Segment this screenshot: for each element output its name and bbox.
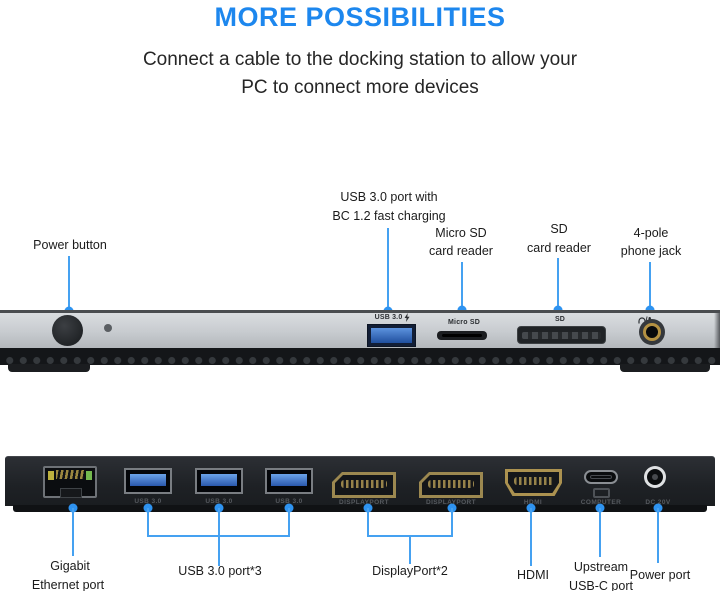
- leader-line-usb1: [147, 508, 149, 537]
- printed-microsd-label: Micro SD: [448, 319, 480, 326]
- callout-sd-line2: card reader: [527, 241, 591, 255]
- usb-c-port: [584, 470, 618, 484]
- bracket-usb: [147, 535, 290, 537]
- callout-usbc-line1: Upstream: [573, 560, 629, 574]
- leader-line-sd: [557, 258, 559, 310]
- callout-hdmi: HDMI: [517, 568, 549, 582]
- callout-ethernet-line2: Ethernet port: [31, 578, 105, 591]
- callout-power-port: Power port: [629, 568, 691, 582]
- callout-usb-line1: USB 3.0 port with: [340, 190, 438, 204]
- panel-right-edge: [714, 313, 720, 348]
- power-led: [104, 324, 112, 332]
- leader-line-usb2: [218, 508, 220, 566]
- leader-line-dp2: [451, 508, 453, 537]
- printed-computer: COMPUTER: [580, 499, 622, 506]
- displayport-1: [332, 472, 396, 498]
- callout-usb-line2: BC 1.2 fast charging: [332, 209, 446, 223]
- usb-a-port-3: [265, 468, 313, 494]
- leader-line-power-port: [657, 508, 659, 563]
- micro-sd-slot: [437, 331, 487, 340]
- computer-icon: [593, 488, 610, 498]
- printed-hdmi: HDMI: [523, 499, 543, 506]
- callout-microsd-line2: card reader: [429, 244, 493, 258]
- callout-jack-line2: phone jack: [620, 244, 682, 258]
- callout-usb-group: USB 3.0 port*3: [178, 564, 262, 578]
- leader-line-usbc: [599, 508, 601, 557]
- ethernet-port: [43, 466, 97, 498]
- leader-line-usb-top: [387, 228, 389, 311]
- dock-foot-left: [8, 364, 90, 372]
- leader-line-power: [68, 256, 70, 311]
- printed-dp2: DISPLAYPORT: [425, 499, 477, 506]
- dc-power-jack: [644, 466, 666, 488]
- bracket-dp-stem: [409, 535, 411, 564]
- printed-usb2: USB 3.0: [205, 498, 233, 505]
- ethernet-led-green: [86, 471, 92, 480]
- leader-line-hdmi: [530, 508, 532, 566]
- printed-usb-label: USB 3.0: [375, 313, 410, 322]
- callout-dp-group: DisplayPort*2: [372, 564, 448, 578]
- rear-panel-base: [13, 505, 707, 512]
- callout-microsd-line1: Micro SD: [435, 226, 487, 240]
- sd-slot: [517, 326, 606, 344]
- hdmi-port: [505, 469, 562, 496]
- phone-jack: [639, 319, 665, 345]
- power-button: [52, 315, 83, 346]
- callout-sd-line1: SD: [550, 222, 568, 236]
- usb-a-port-front: [367, 324, 416, 347]
- leader-line-microsd: [461, 262, 463, 310]
- callout-jack-line1: 4-pole: [633, 226, 669, 240]
- printed-usb3: USB 3.0: [275, 498, 303, 505]
- printed-usb1: USB 3.0: [134, 498, 162, 505]
- subtitle-line-1: Connect a cable to the docking station t…: [142, 49, 578, 70]
- fast-charging-icon: [404, 313, 410, 322]
- displayport-2: [419, 472, 483, 498]
- printed-dc20v: DC 20V: [645, 499, 671, 506]
- subtitle-line-2: PC to connect more devices: [241, 77, 479, 98]
- callout-usbc-line2: USB-C port: [569, 579, 633, 591]
- callout-power-button: Power button: [33, 238, 107, 252]
- vent-strip: [0, 348, 720, 365]
- leader-line-dp1: [367, 508, 369, 537]
- printed-sd-label: SD: [554, 316, 566, 323]
- callout-ethernet-line1: Gigabit: [50, 559, 90, 573]
- printed-dp1: DISPLAYPORT: [338, 499, 390, 506]
- usb-a-port-1: [124, 468, 172, 494]
- dock-foot-right: [620, 364, 710, 372]
- page-title: MORE POSSIBILITIES: [214, 2, 506, 32]
- leader-line-jack: [649, 262, 651, 310]
- usb-a-port-2: [195, 468, 243, 494]
- ethernet-led-yellow: [48, 471, 54, 480]
- leader-line-ethernet: [72, 508, 74, 556]
- leader-line-usb3: [288, 508, 290, 537]
